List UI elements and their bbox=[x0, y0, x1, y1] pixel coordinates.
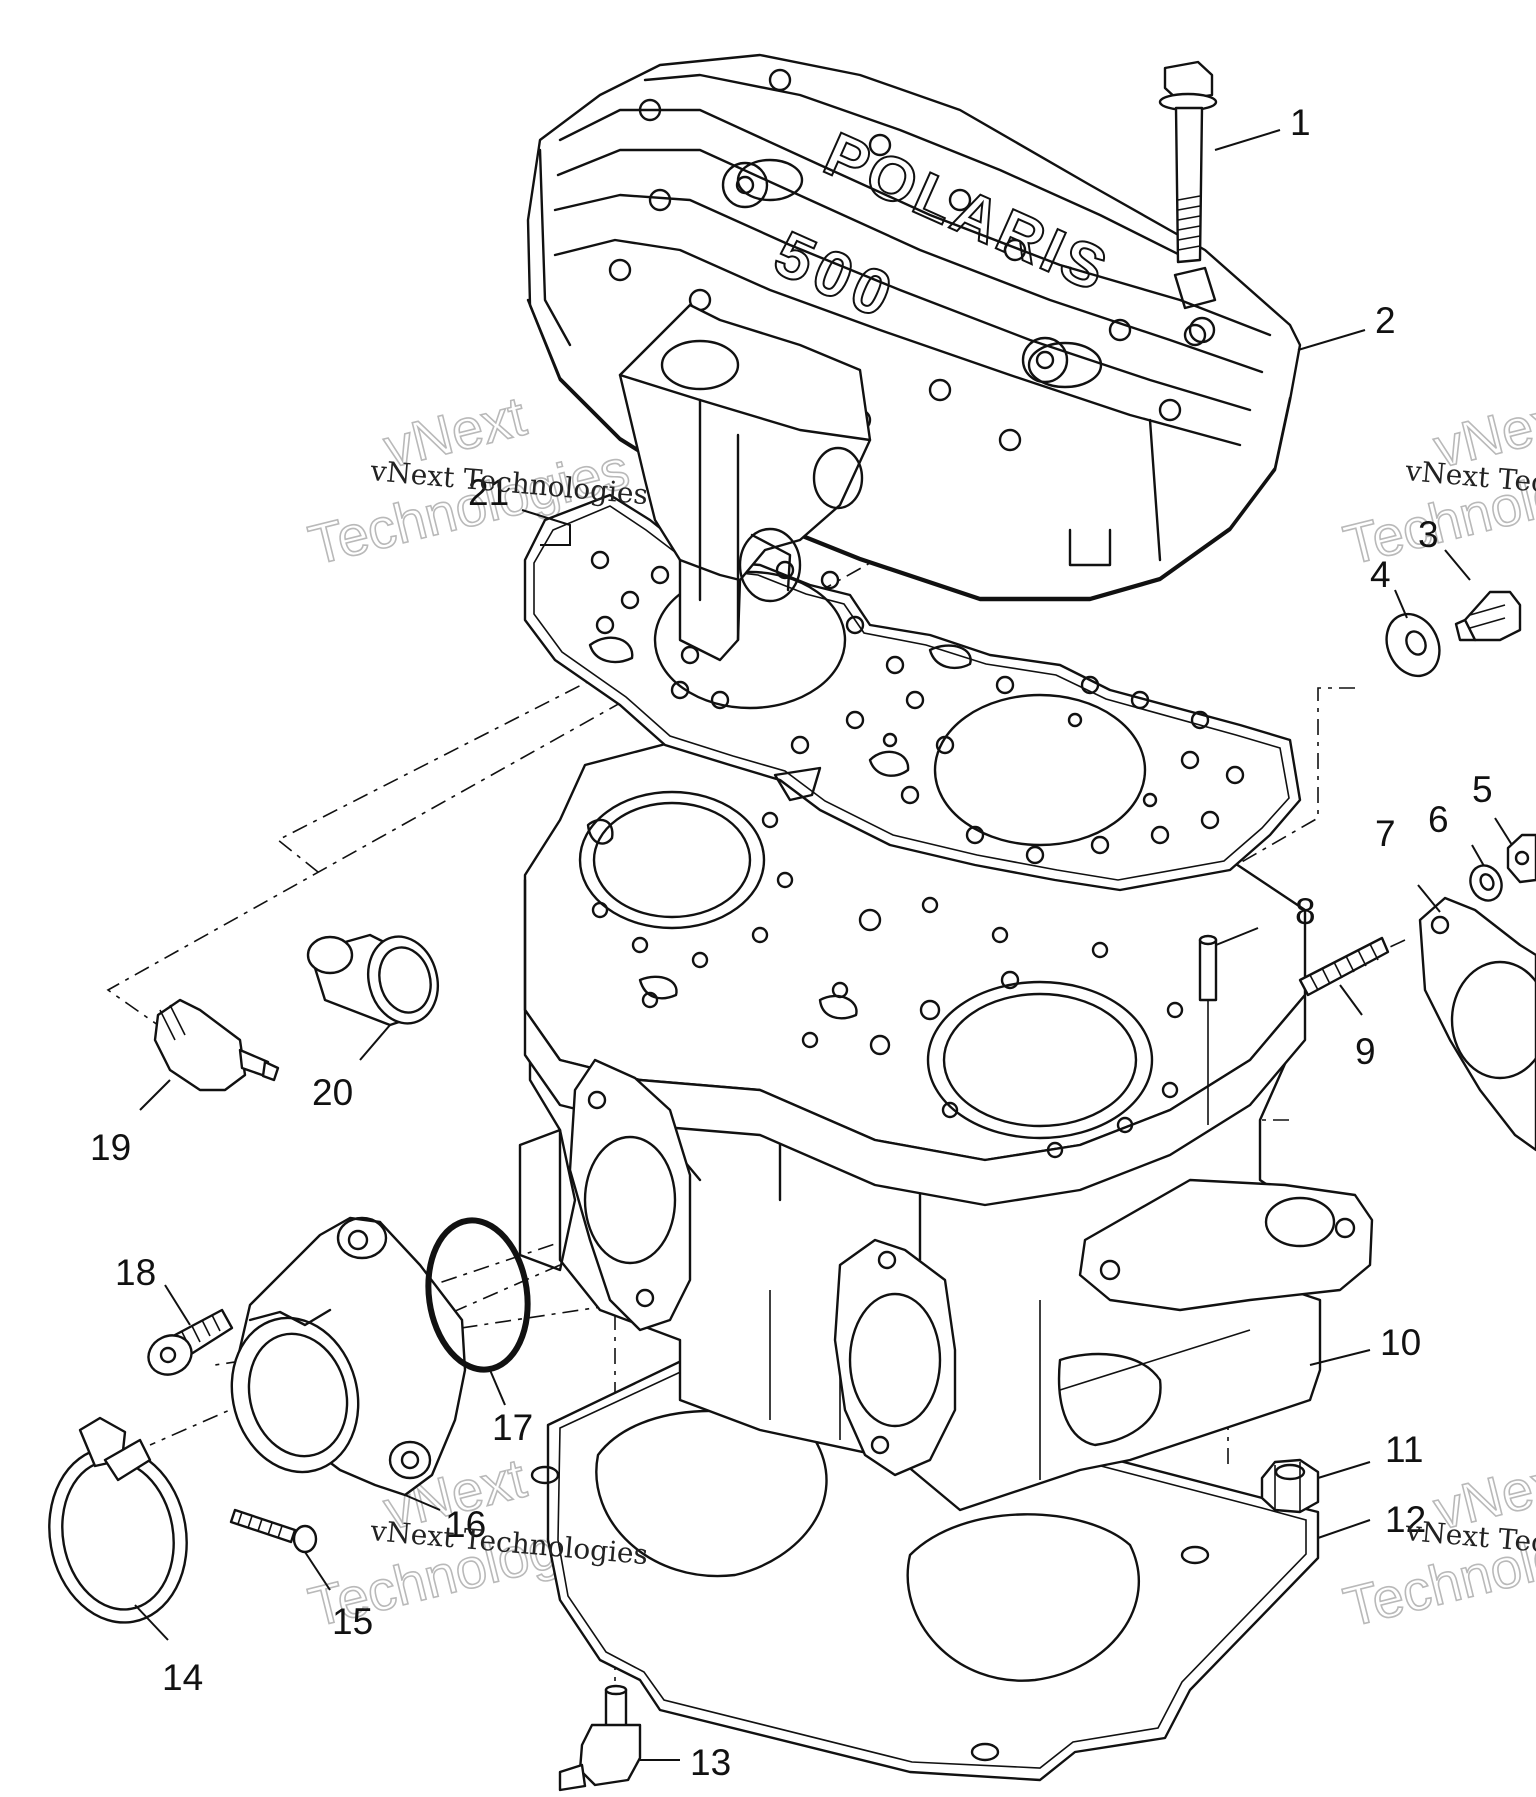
intake-o-ring bbox=[425, 1217, 531, 1373]
clamp-screw bbox=[229, 1508, 318, 1554]
callout-13: 13 bbox=[690, 1742, 731, 1783]
intake-adapter bbox=[230, 1216, 467, 1497]
hose-fitting bbox=[306, 933, 439, 1027]
exhaust-washer bbox=[1469, 864, 1503, 902]
dowel-pin bbox=[1198, 934, 1218, 1002]
intake-clamp bbox=[48, 1416, 188, 1624]
exhaust-gasket bbox=[1418, 896, 1536, 1152]
leader-lines bbox=[134, 129, 1513, 1761]
temperature-sensor bbox=[153, 998, 280, 1092]
callout-21: 21 bbox=[468, 472, 509, 513]
callout-1: 1 bbox=[1290, 102, 1311, 143]
callout-18: 18 bbox=[115, 1252, 156, 1293]
callout-11: 11 bbox=[1385, 1429, 1423, 1470]
callout-8: 8 bbox=[1295, 891, 1316, 932]
callout-4: 4 bbox=[1370, 554, 1391, 595]
callout-5: 5 bbox=[1472, 769, 1493, 810]
exhaust-stud bbox=[1298, 936, 1390, 997]
callout-2: 2 bbox=[1375, 300, 1396, 341]
callout-12: 12 bbox=[1385, 1499, 1426, 1540]
cover-washer bbox=[1385, 612, 1441, 678]
callout-15: 15 bbox=[332, 1601, 373, 1642]
cover-screw bbox=[1454, 590, 1522, 642]
thermostat-housing bbox=[618, 303, 872, 662]
callout-3: 3 bbox=[1418, 514, 1439, 555]
callout-14: 14 bbox=[162, 1657, 203, 1698]
callout-7: 7 bbox=[1375, 813, 1396, 854]
pulse-fitting bbox=[558, 1684, 642, 1792]
callout-10: 10 bbox=[1380, 1322, 1421, 1363]
callout-16: 16 bbox=[445, 1504, 486, 1545]
cylinder-nut bbox=[1260, 1458, 1320, 1514]
adapter-screw bbox=[147, 1308, 234, 1376]
part-callouts: 1 2 3 4 5 6 7 8 9 10 11 12 13 14 15 16 1… bbox=[90, 102, 1493, 1783]
callout-19: 19 bbox=[90, 1127, 131, 1168]
exhaust-nut bbox=[1506, 833, 1536, 884]
callout-6: 6 bbox=[1428, 799, 1449, 840]
callout-20: 20 bbox=[312, 1072, 353, 1113]
callout-17: 17 bbox=[492, 1407, 533, 1448]
head-bolt bbox=[1158, 60, 1218, 264]
callout-9: 9 bbox=[1355, 1031, 1376, 1072]
base-gasket bbox=[530, 1350, 1320, 1782]
cylinder-block bbox=[518, 733, 1374, 1512]
